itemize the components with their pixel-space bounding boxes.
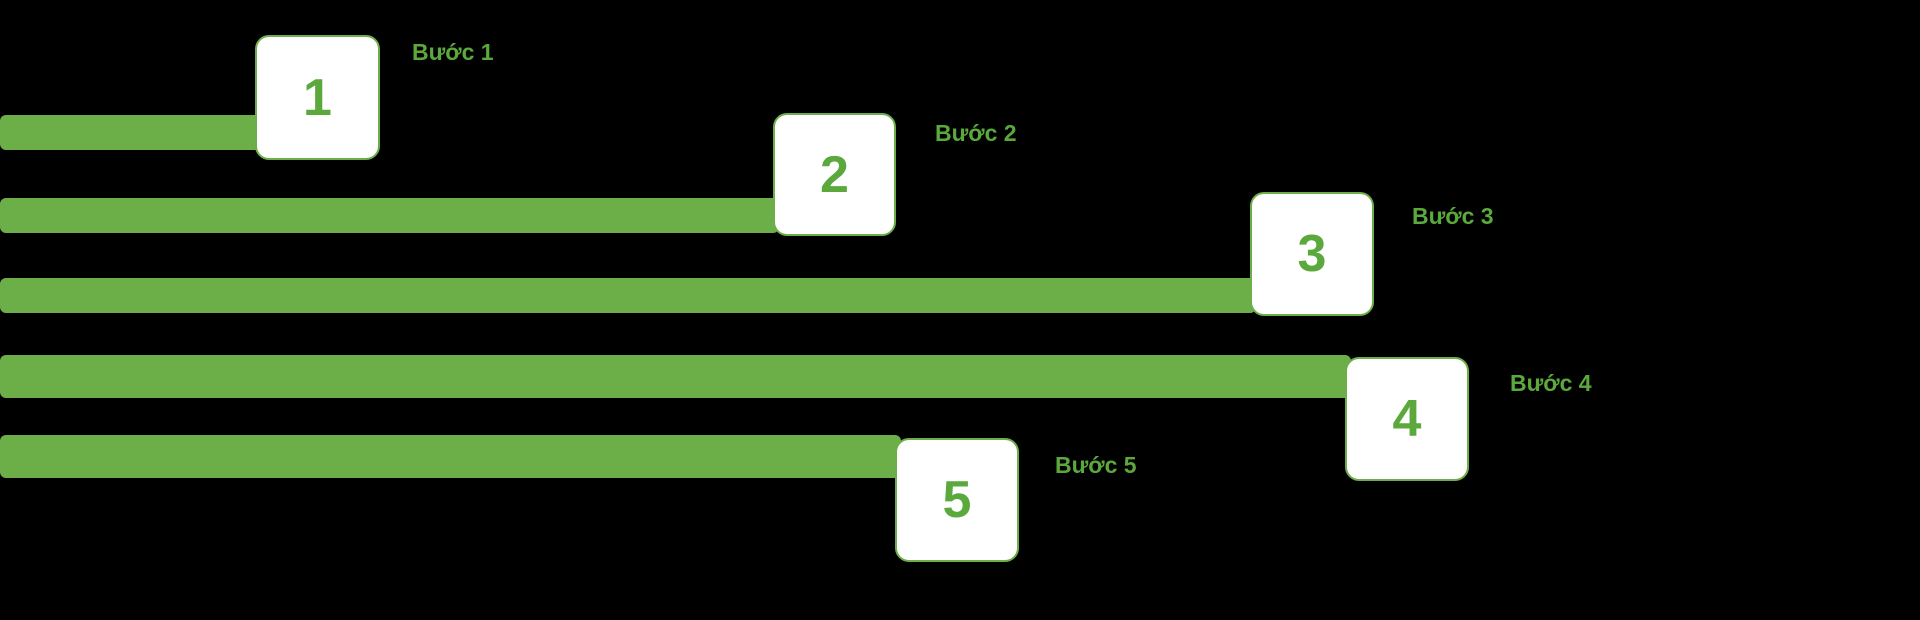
step-number-4: 4 bbox=[1392, 390, 1422, 448]
step-number-badge-2[interactable]: 2 bbox=[773, 113, 896, 236]
step-number-2: 2 bbox=[820, 145, 849, 204]
step-number-badge-4[interactable]: 4 bbox=[1345, 357, 1469, 481]
step-label-4: Bước 4 bbox=[1510, 370, 1592, 396]
progress-bar-step-4 bbox=[0, 355, 1351, 398]
step-label-1: Bước 1 bbox=[412, 39, 494, 65]
step-number-5: 5 bbox=[942, 471, 972, 529]
progress-bar-step-1 bbox=[0, 115, 261, 150]
step-label-2: Bước 2 bbox=[935, 120, 1017, 146]
step-number-3: 3 bbox=[1297, 225, 1327, 283]
progress-bar-step-2 bbox=[0, 198, 779, 233]
step-number-badge-1[interactable]: 1 bbox=[255, 35, 380, 160]
step-label-5: Bước 5 bbox=[1055, 452, 1137, 478]
step-label-3: Bước 3 bbox=[1412, 203, 1494, 229]
step-number-1: 1 bbox=[303, 68, 332, 127]
step-number-badge-3[interactable]: 3 bbox=[1250, 192, 1374, 316]
progress-bar-step-5 bbox=[0, 435, 901, 478]
step-number-badge-5[interactable]: 5 bbox=[895, 438, 1019, 562]
progress-bar-step-3 bbox=[0, 278, 1256, 313]
